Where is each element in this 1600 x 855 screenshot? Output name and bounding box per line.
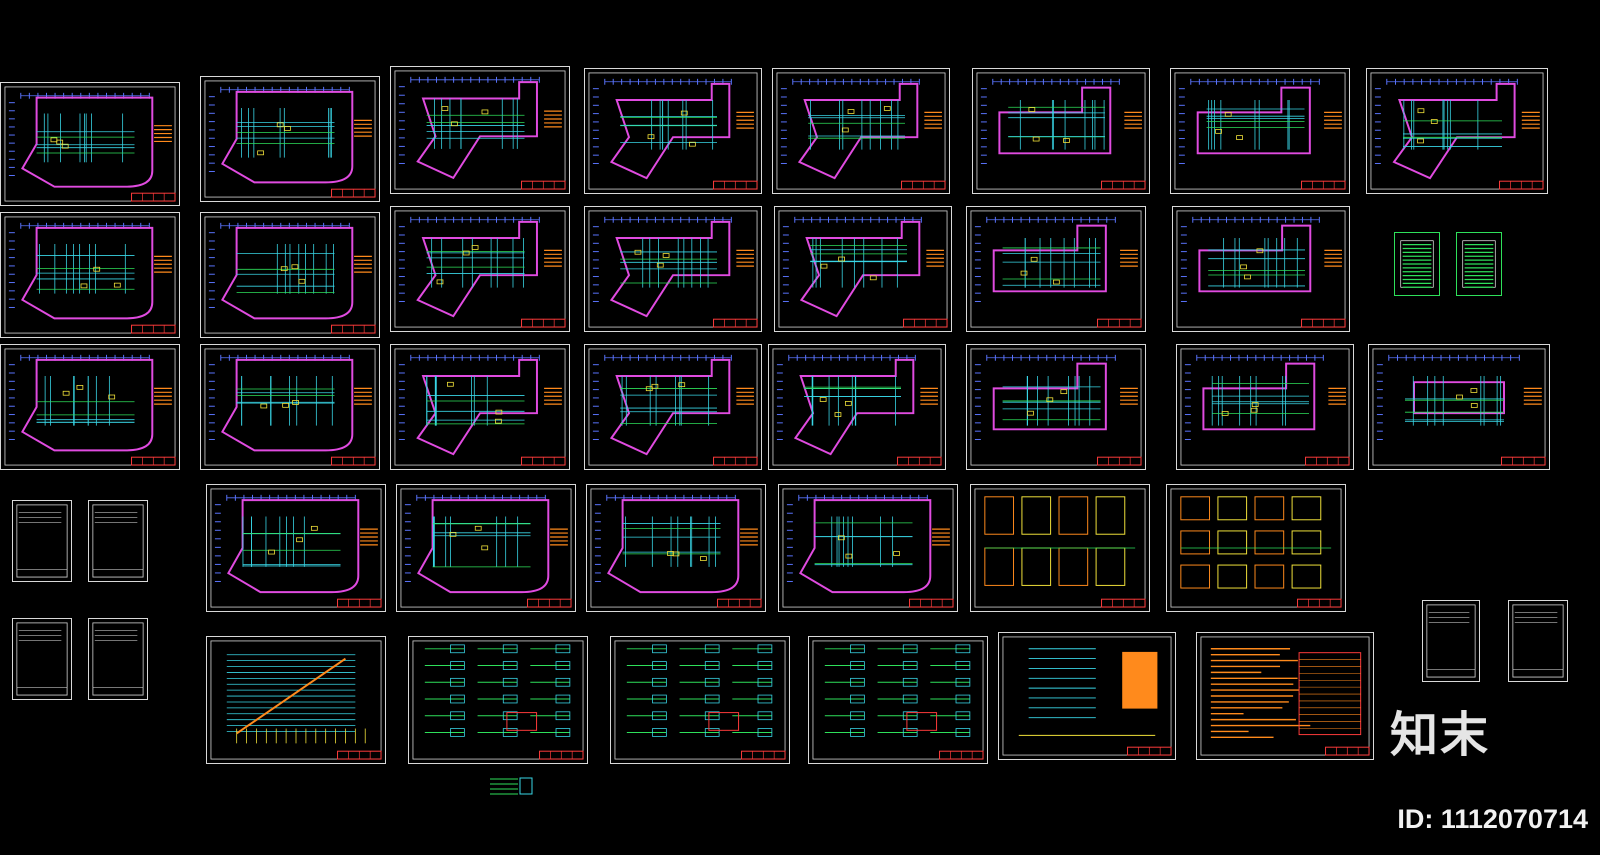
detached-schema-fragment[interactable] xyxy=(488,776,534,798)
drawing-sheet-37[interactable] xyxy=(88,500,148,582)
drawing-sheet-14[interactable] xyxy=(966,206,1146,332)
sheet-graphic xyxy=(1200,636,1370,756)
legend-table-2[interactable] xyxy=(1456,232,1502,296)
drawing-sheet-6[interactable] xyxy=(972,68,1150,194)
drawing-sheet-8[interactable] xyxy=(1366,68,1548,194)
drawing-sheet-26[interactable] xyxy=(586,484,766,612)
fragment-graphic xyxy=(490,777,533,795)
drawing-sheet-1[interactable] xyxy=(0,82,180,206)
sheet-graphic xyxy=(776,72,946,190)
sheet-graphic xyxy=(970,348,1142,466)
sheet-graphic xyxy=(772,348,942,466)
sheet-graphic xyxy=(210,640,382,760)
drawing-sheet-31[interactable] xyxy=(408,636,588,764)
sheet-graphic xyxy=(394,348,566,466)
sheet-graphic xyxy=(92,504,144,578)
drawing-sheet-20[interactable] xyxy=(768,344,946,470)
sheet-graphic xyxy=(614,640,786,760)
drawing-sheet-24[interactable] xyxy=(206,484,386,612)
drawing-sheet-4[interactable] xyxy=(584,68,762,194)
sheet-graphic xyxy=(1370,72,1544,190)
sheet-graphic xyxy=(1372,348,1546,466)
sheet-graphic xyxy=(92,622,144,696)
drawing-sheet-39[interactable] xyxy=(88,618,148,700)
sheet-graphic xyxy=(16,622,68,696)
drawing-sheet-10[interactable] xyxy=(200,212,380,338)
drawing-sheet-27[interactable] xyxy=(778,484,958,612)
sheet-graphic xyxy=(394,210,566,328)
drawing-sheet-41[interactable] xyxy=(1508,600,1568,682)
sheet-graphic xyxy=(1180,348,1350,466)
sheet-graphic xyxy=(782,488,954,608)
drawing-sheet-34[interactable] xyxy=(998,632,1176,760)
sheet-graphic xyxy=(590,488,762,608)
legend-table-1[interactable] xyxy=(1394,232,1440,296)
sheet-graphic xyxy=(4,348,176,466)
drawing-sheet-11[interactable] xyxy=(390,206,570,332)
sheet-graphic xyxy=(588,72,758,190)
sheet-graphic xyxy=(4,216,176,334)
drawing-sheet-28[interactable] xyxy=(970,484,1150,612)
drawing-sheet-35[interactable] xyxy=(1196,632,1374,760)
drawing-sheet-13[interactable] xyxy=(774,206,952,332)
watermark-id: ID: 1112070714 xyxy=(1397,804,1588,834)
drawing-sheet-25[interactable] xyxy=(396,484,576,612)
legend-table-graphic xyxy=(1462,240,1496,288)
drawing-sheet-38[interactable] xyxy=(12,618,72,700)
drawing-sheet-21[interactable] xyxy=(966,344,1146,470)
watermark-logo: 知末 xyxy=(1389,707,1490,763)
drawing-sheet-9[interactable] xyxy=(0,212,180,338)
sheet-graphic xyxy=(4,86,176,202)
drawing-sheet-5[interactable] xyxy=(772,68,950,194)
drawing-sheet-16[interactable] xyxy=(0,344,180,470)
drawing-sheet-22[interactable] xyxy=(1176,344,1354,470)
sheet-graphic xyxy=(1002,636,1172,756)
sheet-graphic xyxy=(204,216,376,334)
sheet-graphic xyxy=(1512,604,1564,678)
drawing-sheet-23[interactable] xyxy=(1368,344,1550,470)
drawing-sheet-29[interactable] xyxy=(1166,484,1346,612)
drawing-sheet-12[interactable] xyxy=(584,206,762,332)
sheet-graphic xyxy=(204,80,376,198)
legend-table-graphic xyxy=(1400,240,1434,288)
sheet-graphic xyxy=(588,348,758,466)
drawing-sheet-15[interactable] xyxy=(1172,206,1350,332)
drawing-sheet-17[interactable] xyxy=(200,344,380,470)
sheet-graphic xyxy=(1426,604,1476,678)
sheet-graphic xyxy=(400,488,572,608)
drawing-sheet-18[interactable] xyxy=(390,344,570,470)
sheet-graphic xyxy=(970,210,1142,328)
sheet-graphic xyxy=(974,488,1146,608)
sheet-graphic xyxy=(1170,488,1342,608)
drawing-sheet-32[interactable] xyxy=(610,636,790,764)
drawing-sheet-19[interactable] xyxy=(584,344,762,470)
drawing-sheet-36[interactable] xyxy=(12,500,72,582)
sheet-graphic xyxy=(976,72,1146,190)
drawing-sheet-3[interactable] xyxy=(390,66,570,194)
sheet-graphic xyxy=(588,210,758,328)
drawing-sheet-7[interactable] xyxy=(1170,68,1350,194)
sheet-graphic xyxy=(1174,72,1346,190)
drawing-sheet-30[interactable] xyxy=(206,636,386,764)
drawing-sheet-40[interactable] xyxy=(1422,600,1480,682)
sheet-graphic xyxy=(210,488,382,608)
sheet-graphic xyxy=(412,640,584,760)
drawing-sheet-2[interactable] xyxy=(200,76,380,202)
sheet-graphic xyxy=(204,348,376,466)
sheet-graphic xyxy=(778,210,948,328)
sheet-graphic xyxy=(394,70,566,190)
drawing-sheet-33[interactable] xyxy=(808,636,988,764)
sheet-graphic xyxy=(812,640,984,760)
sheet-graphic xyxy=(16,504,68,578)
sheet-graphic xyxy=(1176,210,1346,328)
